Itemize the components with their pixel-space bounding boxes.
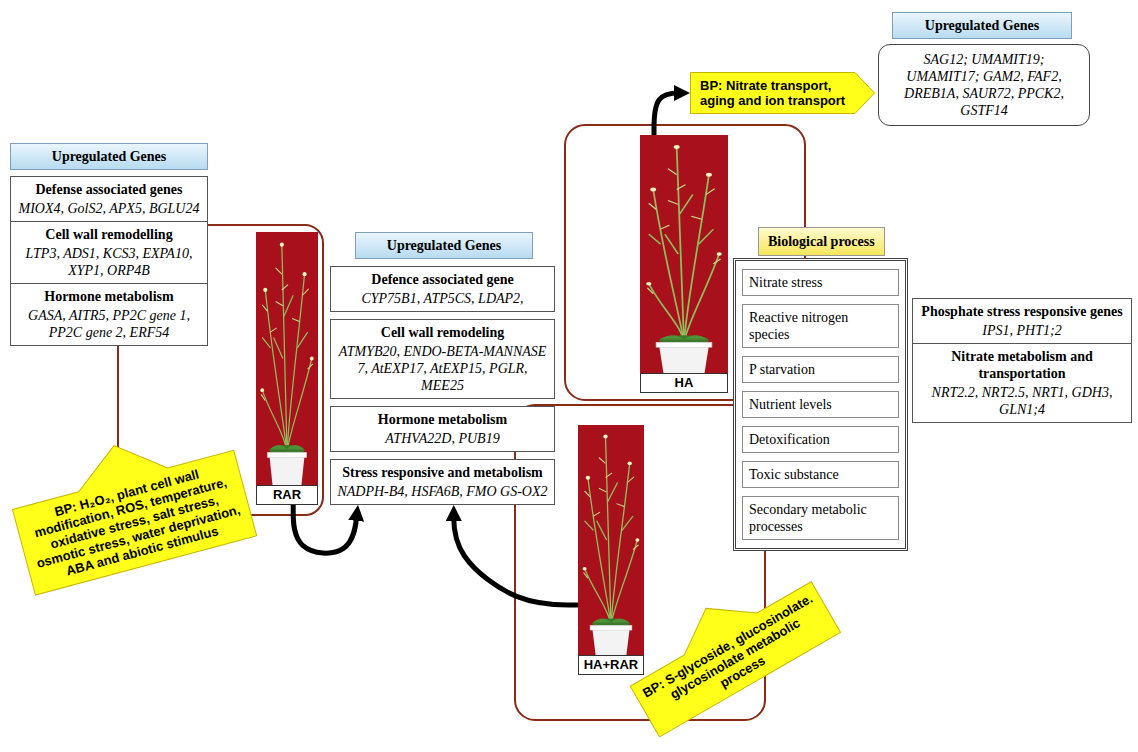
gene-list: GASA, AITR5, PP2C gene 1, PP2C gene 2, E…: [17, 307, 201, 341]
gene-list: MIOX4, GolS2, APX5, BGLU24: [17, 200, 201, 217]
process-name: Nitrate stress: [749, 274, 892, 291]
gene-list-header: Upregulated Genes: [10, 143, 208, 170]
category-heading: Hormone metabolism: [17, 288, 201, 305]
plant-panel: RAR: [256, 232, 318, 505]
process-arrow: BP: S-glycoside, glucosinolate. glycosin…: [615, 555, 841, 737]
gene-list-box: SAG12; UMAMIT19; UMAMIT17; GAM2, FAF2, D…: [878, 44, 1090, 126]
plant-photo: [256, 232, 318, 485]
process-item: Nutrient levels: [742, 391, 899, 418]
curved-arrow: [454, 511, 578, 605]
header-text: Upregulated Genes: [899, 17, 1065, 34]
gene-list: IPS1, PHT1;2: [919, 322, 1125, 339]
arrow-text-area: BP: H₂O₂, plant cell wall modification, …: [3, 415, 258, 595]
gene-category-box: Cell wall remodelingATMYB20, ENDO-BETA-M…: [330, 319, 555, 399]
gene-category-box: Phosphate stress responsive genesIPS1, P…: [912, 298, 1132, 344]
category-heading: Hormone metabolism: [337, 411, 548, 428]
gene-list-header: Upregulated Genes: [892, 12, 1072, 39]
curved-arrow: [293, 505, 357, 553]
category-heading: Defense associated genes: [17, 181, 201, 198]
gene-category-box: Stress responsive and metabolismNADPH-B4…: [330, 459, 555, 505]
gene-list: ATHVA22D, PUB19: [337, 430, 548, 447]
gene-list: ATMYB20, ENDO-BETA-MANNASE 7, AtEXP17, A…: [337, 343, 548, 394]
gene-category-box: Defense associated genesMIOX4, GolS2, AP…: [10, 176, 208, 222]
arrow-text-area: BP: S-glycoside, glucosinolate. glycosin…: [615, 555, 841, 737]
process-item: Secondary metabolic processes: [742, 496, 899, 540]
process-name: Toxic substance: [749, 466, 892, 483]
treatment-label: RAR: [256, 485, 318, 505]
process-name: Nutrient levels: [749, 396, 892, 413]
process-name: Detoxification: [749, 431, 892, 448]
plant-panel: HA+RAR: [578, 425, 644, 675]
gene-list: SAG12; UMAMIT19; UMAMIT17; GAM2, FAF2, D…: [887, 51, 1081, 119]
process-item: Nitrate stress: [742, 269, 899, 296]
category-heading: Defence associated gene: [337, 271, 548, 288]
gene-category-box: Hormone metabolismATHVA22D, PUB19: [330, 406, 555, 452]
gene-list-header: Upregulated Genes: [355, 232, 533, 259]
arrow-outline: [616, 556, 841, 737]
process-list: Biological processNitrate stressReactive…: [733, 258, 908, 551]
arrow-outline: [691, 73, 875, 114]
gene-list: CYP75B1, ATP5CS, LDAP2,: [337, 290, 548, 307]
gene-category-box: Nitrate metabolism and transportationNRT…: [912, 343, 1132, 423]
process-name: P starvation: [749, 361, 892, 378]
category-heading: Cell wall remodeling: [337, 324, 548, 341]
treatment-label: HA+RAR: [578, 655, 644, 675]
gene-category-box: Defence associated geneCYP75B1, ATP5CS, …: [330, 266, 555, 312]
process-list-heading: Biological process: [758, 227, 885, 256]
process-text: BP: S-glycoside, glucosinolate. glycosin…: [640, 590, 831, 726]
process-item: P starvation: [742, 356, 899, 383]
process-text: BP: H₂O₂, plant cell wall modification, …: [21, 458, 247, 586]
gene-list: NADPH-B4, HSFA6B, FMO GS-OX2: [337, 483, 548, 500]
header-text: Upregulated Genes: [17, 148, 201, 165]
plant-photo: [640, 135, 728, 373]
plant-panel: HA: [640, 135, 728, 393]
header-text: Upregulated Genes: [362, 237, 526, 254]
arrow-outline: [3, 415, 256, 594]
process-item: Toxic substance: [742, 461, 899, 488]
process-arrow: BP: H₂O₂, plant cell wall modification, …: [3, 415, 258, 595]
process-name: Secondary metabolic processes: [749, 501, 892, 535]
process-item: Detoxification: [742, 426, 899, 453]
process-arrow: BP: Nitrate transport, aging and ion tra…: [690, 72, 875, 114]
category-heading: Cell wall remodelling: [17, 226, 201, 243]
gene-list: LTP3, ADS1, KCS3, EXPA10, XYP1, ORP4B: [17, 245, 201, 279]
curved-arrow: [654, 93, 684, 135]
category-heading: Stress responsive and metabolism: [337, 464, 548, 481]
category-heading: Nitrate metabolism and transportation: [919, 348, 1125, 382]
process-item: Reactive nitrogen species: [742, 304, 899, 348]
plant-photo: [578, 425, 644, 655]
connector-group: [293, 93, 684, 605]
category-heading: Phosphate stress responsive genes: [919, 303, 1125, 320]
process-name: Reactive nitrogen species: [749, 309, 892, 343]
gene-category-box: Cell wall remodellingLTP3, ADS1, KCS3, E…: [10, 221, 208, 284]
process-text: BP: Nitrate transport, aging and ion tra…: [700, 78, 849, 108]
gene-list: NRT2.2, NRT2.5, NRT1, GDH3, GLN1;4: [919, 384, 1125, 418]
gene-category-box: Hormone metabolismGASA, AITR5, PP2C gene…: [10, 283, 208, 346]
treatment-label: HA: [640, 373, 728, 393]
